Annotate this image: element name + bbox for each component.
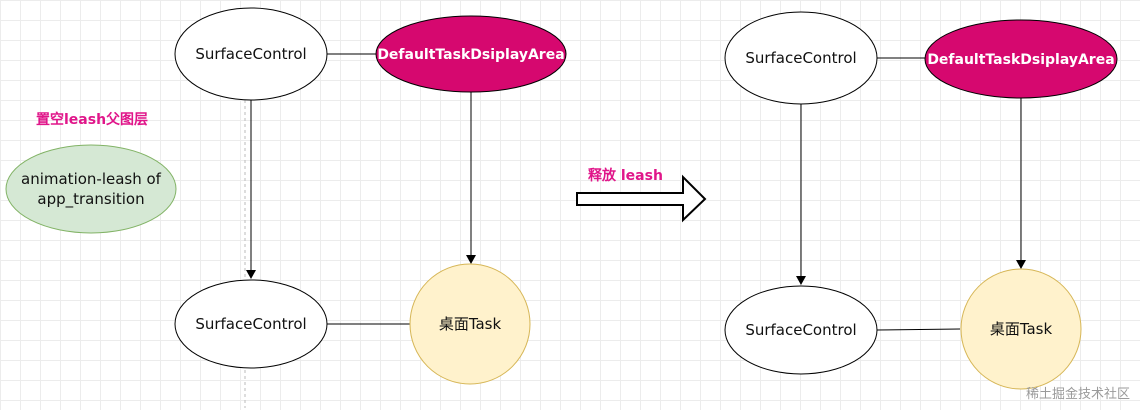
- left-root-surface-node: [174, 7, 328, 101]
- left-leash-label-line2: app_transition: [37, 190, 144, 209]
- right-child-surface-node: [724, 285, 878, 375]
- left-child-surface-label: SurfaceControl: [195, 315, 306, 333]
- left-task-label: 桌面Task: [439, 315, 502, 333]
- right-task-node: [960, 268, 1082, 390]
- transition-label: 释放 leash: [588, 167, 663, 184]
- left-leash-label-line1: animation-leash of: [21, 170, 162, 188]
- left-root-surface-label: SurfaceControl: [195, 45, 306, 63]
- right-root-surface-label: SurfaceControl: [745, 49, 856, 67]
- right-root-surface-node: [724, 11, 878, 105]
- right-display-area-label: DefaultTaskDsiplayArea: [927, 52, 1114, 68]
- right-child-surface-label: SurfaceControl: [745, 321, 856, 339]
- left-display-area-node: [375, 15, 567, 93]
- watermark: 稀土掘金技术社区: [1026, 386, 1130, 402]
- right-link-child-to-task: [876, 328, 961, 331]
- left-display-area-label: DefaultTaskDsiplayArea: [377, 47, 564, 63]
- right-task-label: 桌面Task: [990, 320, 1053, 338]
- left-leash-node: [5, 144, 177, 234]
- left-child-surface-node: [174, 279, 328, 369]
- left-leash-caption: 置空leash父图层: [36, 111, 148, 128]
- right-display-area-node: [924, 19, 1118, 99]
- transition-arrow: [576, 174, 707, 223]
- left-task-node: [409, 263, 531, 385]
